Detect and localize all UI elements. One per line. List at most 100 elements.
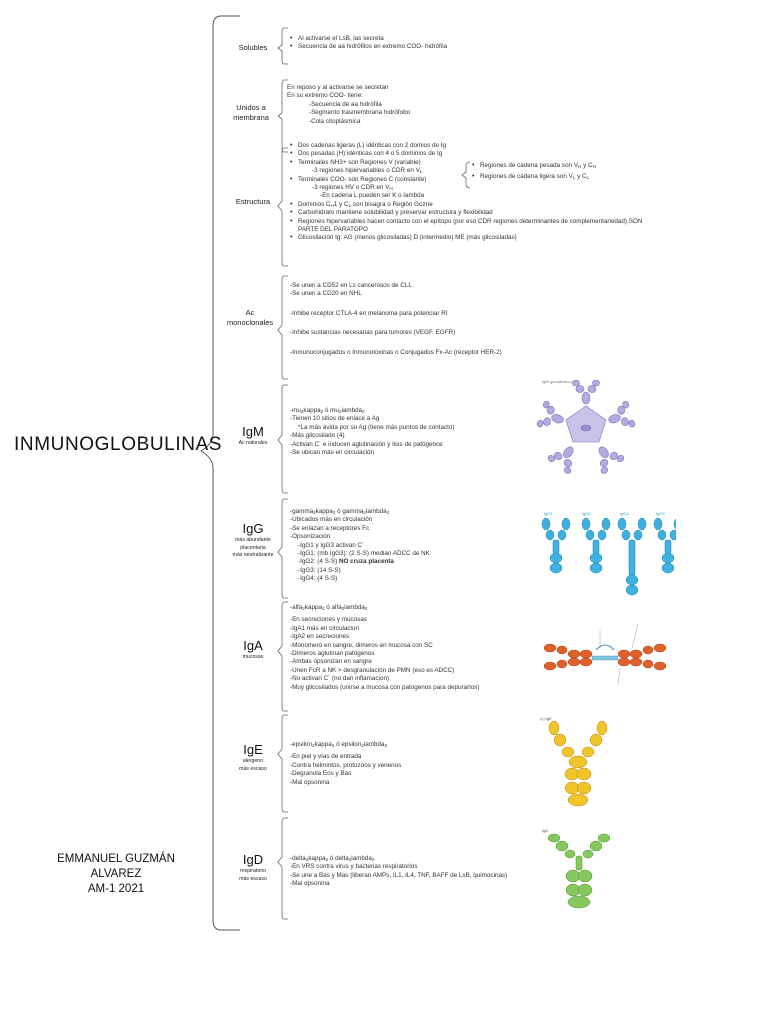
igg3-label: IgG3 <box>620 511 629 516</box>
label-unidos-membrana: Unidos a membrana <box>233 103 269 122</box>
list-item: -Más glicosilado (4) <box>290 432 345 440</box>
list-item: -IgG1: (mb IgG3): (2 S-S) median ADCC de… <box>298 550 430 558</box>
list-item: -Se ubican más en circulación <box>290 449 374 457</box>
list-item: -En piel y vías de entrada <box>290 753 362 761</box>
list-item: -IgA2 en secreciones <box>290 633 350 641</box>
list-item: -Cola citoplásmica <box>309 117 361 125</box>
monoclonales-list: -Se unen a CD52 en Ls cancerosos de CLL … <box>290 282 502 357</box>
igd-name: IgD <box>242 852 264 867</box>
label-igg: IgG más abundante placentaria más neutra… <box>224 521 282 560</box>
ige-list: -epsilon2kappa2 ó epsilon2lambda2 -En pi… <box>290 741 401 787</box>
list-item: -Se unen a CD52 en Ls cancerosos de CLL <box>290 282 412 289</box>
estructura-side-list: Regiones de cadena pesada son VH y CH Re… <box>472 162 596 182</box>
label-igd: IgD respiratorio más escaso <box>224 852 282 883</box>
list-item: -Secuencia de aa hidrófila <box>309 100 382 108</box>
list-item: Terminales COO- son Regiones C (constant… <box>290 176 642 185</box>
list-item: -Mal opsonina <box>290 778 330 786</box>
list-item: Secuencia de aa hidrófilos en extremo CO… <box>290 43 447 52</box>
author-block: EMMANUEL GUZMÁN ALVAREZ AM-1 2021 <box>32 852 200 897</box>
list-item: -Contra helmintos, protozoos y venenos <box>290 761 402 769</box>
list-item: -Ubicados más en circulación <box>290 516 373 524</box>
list-item: -Muy glicosilados (unirse a mucosa con p… <box>290 683 480 691</box>
iga-dimer-illustration <box>543 623 667 685</box>
label-ige: IgE alergeno más escaso <box>224 742 282 773</box>
unidos-list: En reposo y al activarse se secretan En … <box>287 84 410 126</box>
author-group: AM-1 2021 <box>87 883 145 895</box>
igg-sub3: más neutralizante <box>232 552 274 558</box>
list-item: -No activan C´ (no dan inflamacion) <box>290 675 390 683</box>
list-item: Dos pesadas (H) idénticas con 4 o 5 domi… <box>290 150 642 159</box>
label-monoclonales: Ac monoclonales <box>226 308 274 327</box>
igg-list: -gamma2kappa2 ó gamma2lambda2 -Ubicados … <box>290 508 430 584</box>
page-title: INMUNOGLOBULINAS <box>14 434 223 455</box>
list-item: -Monomero en sangre, dimeros en mucosa c… <box>290 641 433 649</box>
main-bracket <box>200 15 240 931</box>
list-item: -gamma2kappa2 ó gamma2lambda2 <box>290 508 390 515</box>
list-item: Regiones de cadena pesada son VH y CH <box>472 162 596 171</box>
igd-sub1: respiratorio <box>240 868 266 874</box>
igm-pentamer-illustration: IgM (pentámero) <box>536 379 636 476</box>
list-item: En reposo y al activarse se secretan <box>287 84 389 91</box>
list-item: PARTE DEL PARATOPO <box>298 226 368 234</box>
list-item: Regiones de cadena ligera son VL y CL <box>472 173 596 182</box>
estructura-list: Dos cadenas ligeras (L) idénticas con 2 … <box>290 142 642 243</box>
igm-figure-caption: IgM (pentámero) <box>542 379 572 384</box>
list-item: -Se une a Bas y Mas (liberan AMPs, IL1, … <box>290 871 508 879</box>
igg-subclasses-illustration: IgG1 IgG2 IgG3 IgG4 <box>541 511 676 596</box>
list-item: -delta2kappa2 ó delta2lambda2 <box>290 855 375 862</box>
ige-figure-label: (c) IgE <box>540 716 552 721</box>
solubles-list: Al activarse el LsB, las secreta Secuenc… <box>290 35 447 52</box>
list-item: Glicosilación Ig: AG (menos glicosiladas… <box>290 234 642 243</box>
list-item: -Mal opsonina <box>290 880 330 888</box>
igg-sub1: más abundante <box>235 537 271 543</box>
list-item: -3 regiones HV o CDR en VH <box>312 184 393 192</box>
igd-list: -delta2kappa2 ó delta2lambda2 -En VRS co… <box>290 855 507 889</box>
list-item: -alfa2kappa2 ó alfa2lambda2 <box>290 604 368 611</box>
list-item: -Activan C´ e inducen aglutinación y lis… <box>290 440 443 448</box>
list-item: -Degranula Eos y Bas <box>290 770 352 778</box>
list-item: -En cadena L pueden ser K o lambda <box>320 192 425 200</box>
ige-sub2: más escaso <box>239 765 267 772</box>
list-item: -IgG1 y IgG3 activan C´ <box>298 541 365 549</box>
iga-list: -alfa2kappa2 ó alfa2lambda2 -En secrecio… <box>290 604 479 692</box>
list-item: Dos cadenas ligeras (L) idénticas con 2 … <box>290 142 642 151</box>
list-item: Terminales NH3+ son Regiones V (variable… <box>290 159 642 168</box>
igg-name: IgG <box>242 521 264 536</box>
list-item: -IgA1 más en circulacion <box>290 624 359 632</box>
label-estructura: Estructura <box>235 197 271 206</box>
label-iga: IgA mucosas <box>224 638 282 662</box>
label-solubles: Solubles <box>238 43 268 52</box>
list-item: -3 regiones hipervariables o CDR en VL <box>312 167 423 175</box>
list-item: -IgG4: (4 S-S) <box>298 575 338 583</box>
igg-sub2: placentaria <box>240 544 266 551</box>
list-item: -Segmento trasmembrana hidrófobo <box>309 109 411 117</box>
list-item: -IgG2: (4 S-S) NO cruza placenta <box>298 558 394 566</box>
igm-name: IgM <box>242 424 264 439</box>
section-brackets <box>277 27 288 920</box>
list-item: -mu2kappa2 ó mu2lambda2 <box>290 407 365 414</box>
list-item: -Inhibe receptor CTLA-4 en melanoma para… <box>290 309 448 317</box>
list-item: -Opsonización <box>290 533 331 541</box>
igm-sub: Ac naturales <box>238 440 268 446</box>
igg4-label: IgG4 <box>656 511 665 516</box>
list-item: -Inhibe sustancias necesarias para tumor… <box>290 329 456 337</box>
list-item: -Se unen a CD20 en NHL <box>290 290 362 298</box>
ige-illustration: (c) IgE <box>540 716 608 807</box>
list-item: Carbohidrato mantiene solubilidad y pres… <box>290 209 642 218</box>
list-item: *La más ávida por su Ag (tiene más punto… <box>298 423 455 431</box>
list-item: -En secreciones y mucosas <box>290 616 367 624</box>
igd-figure-label: IgD <box>542 828 548 833</box>
list-item: -Unen FcR a NK > desgranulación de PMN (… <box>290 666 455 674</box>
list-item: -En VRS contra virus y bacterias respira… <box>290 863 418 871</box>
label-igm: IgM Ac naturales <box>224 424 282 448</box>
iga-sub: mucosas <box>242 654 264 660</box>
list-item: -Inmunoconjugados o Inmunotoxinas o Conj… <box>290 348 502 356</box>
list-item: -Dímeros aglutinan patógenos <box>290 650 375 658</box>
list-item: -Tienen 10 sitios de enlace a Ag <box>290 415 380 423</box>
list-item: -IgG3: (14 S-S) <box>298 566 341 574</box>
list-item: Al activarse el LsB, las secreta <box>290 35 447 44</box>
igm-list: -mu2kappa2 ó mu2lambda2 -Tienen 10 sitio… <box>290 407 454 457</box>
author-name: EMMANUEL GUZMÁN ALVAREZ <box>57 853 175 880</box>
list-item: Regiones hipervariables hacen contacto c… <box>290 218 642 227</box>
iga-name: IgA <box>243 638 263 653</box>
